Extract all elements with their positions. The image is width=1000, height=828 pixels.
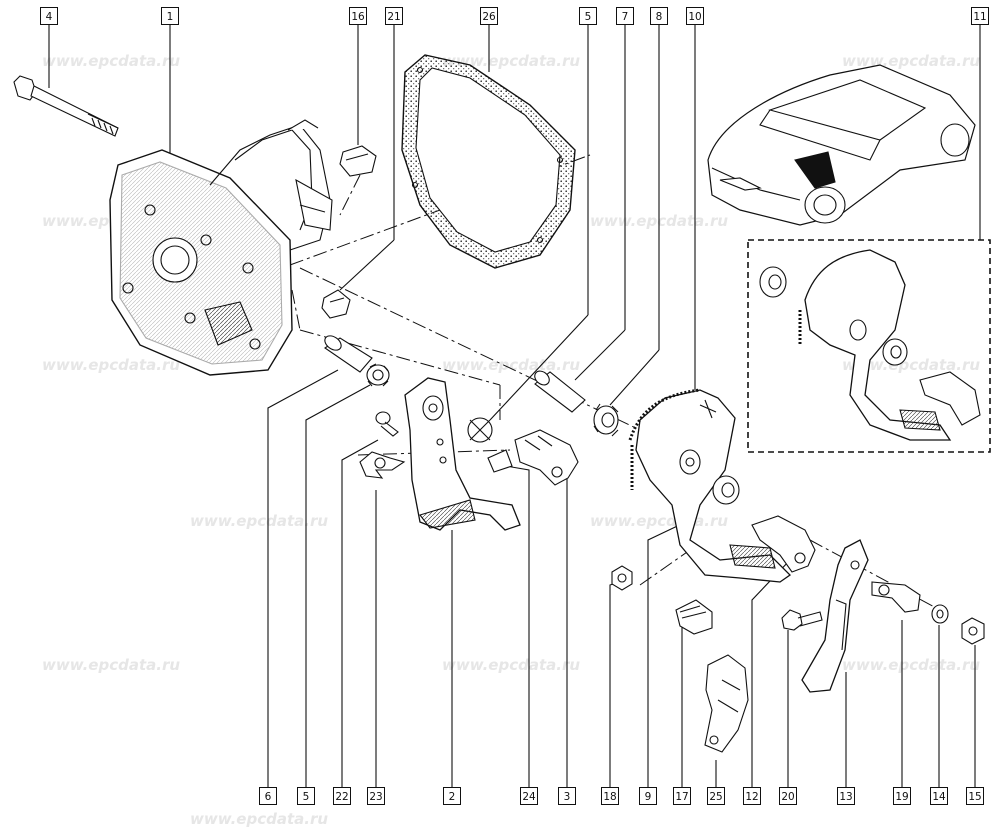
callout-25: 25 xyxy=(707,787,725,805)
callout-14: 14 xyxy=(930,787,948,805)
bolt xyxy=(13,75,119,137)
watermark: www.epcdata.ru xyxy=(42,52,181,70)
detail-frame xyxy=(747,239,991,453)
callout-15: 15 xyxy=(966,787,984,805)
callout-8: 8 xyxy=(650,7,668,25)
callout-20: 20 xyxy=(779,787,797,805)
watermark: www.epcdata.ru xyxy=(442,52,581,70)
watermark: www.epcdata.ru xyxy=(42,356,181,374)
watermark: www.epcdata.ru xyxy=(42,656,181,674)
clip-16 xyxy=(339,145,377,177)
detail-parts xyxy=(759,249,981,441)
vehicle-location-inset xyxy=(707,64,976,226)
callout-5-top: 5 xyxy=(579,7,597,25)
sleeve xyxy=(534,370,586,413)
watermark: www.epcdata.ru xyxy=(842,356,981,374)
link xyxy=(871,581,921,613)
damper xyxy=(467,417,513,473)
screw xyxy=(781,609,823,631)
callout-13: 13 xyxy=(837,787,855,805)
callout-9: 9 xyxy=(639,787,657,805)
pedal-bracket xyxy=(109,119,333,376)
bushing xyxy=(324,335,373,373)
callout-18: 18 xyxy=(601,787,619,805)
callout-4: 4 xyxy=(40,7,58,25)
nut xyxy=(961,617,985,645)
spacer xyxy=(593,403,619,437)
callout-19: 19 xyxy=(893,787,911,805)
gasket xyxy=(401,54,576,269)
callout-12: 12 xyxy=(743,787,761,805)
boot xyxy=(675,599,713,635)
cam-lever xyxy=(514,429,579,486)
callout-11: 11 xyxy=(971,7,989,25)
callout-1: 1 xyxy=(161,7,179,25)
washer xyxy=(931,604,949,624)
callout-2: 2 xyxy=(443,787,461,805)
spacer xyxy=(366,363,390,387)
mounting-bracket xyxy=(704,654,749,753)
callout-26: 26 xyxy=(480,7,498,25)
retaining-clip xyxy=(359,451,406,479)
pivot-pin xyxy=(375,411,399,437)
callout-10: 10 xyxy=(686,7,704,25)
callout-16: 16 xyxy=(349,7,367,25)
callout-7: 7 xyxy=(616,7,634,25)
support-bracket xyxy=(801,539,869,693)
callout-3: 3 xyxy=(558,787,576,805)
clutch-pedal xyxy=(404,377,521,531)
watermark: www.epcdata.ru xyxy=(442,656,581,674)
lever xyxy=(751,515,816,573)
callout-6: 6 xyxy=(259,787,277,805)
callout-5-bottom: 5 xyxy=(297,787,315,805)
clip-21 xyxy=(321,289,351,319)
brake-pedal xyxy=(628,388,792,583)
callout-24: 24 xyxy=(520,787,538,805)
callout-21: 21 xyxy=(385,7,403,25)
callout-23: 23 xyxy=(367,787,385,805)
watermark: www.epcdata.ru xyxy=(190,512,329,530)
callout-22: 22 xyxy=(333,787,351,805)
bearing xyxy=(712,475,740,505)
nut xyxy=(611,565,633,591)
watermark: www.epcdata.ru xyxy=(842,656,981,674)
callout-17: 17 xyxy=(673,787,691,805)
